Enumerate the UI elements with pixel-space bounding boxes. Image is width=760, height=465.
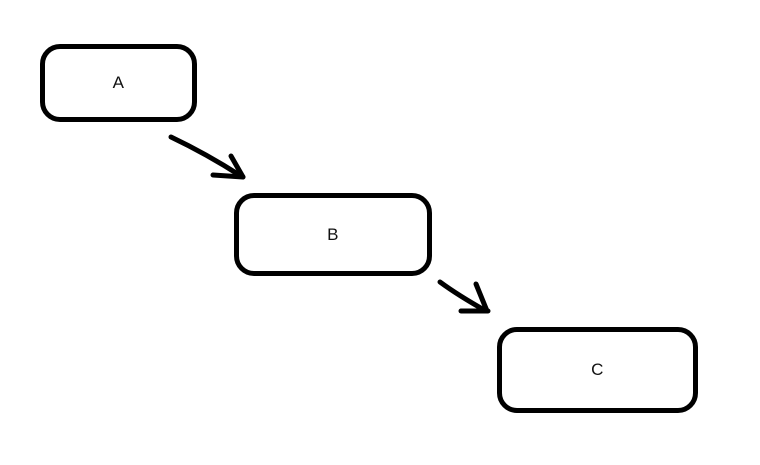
node-b-label: B [327, 224, 339, 244]
node-c-label: C [591, 360, 604, 379]
arrow-a-to-b [168, 134, 246, 180]
node-b: B [234, 193, 432, 276]
node-a: A [40, 44, 197, 122]
arrow-b-to-c [437, 279, 491, 314]
node-a-label: A [112, 73, 125, 92]
node-c: C [497, 327, 698, 413]
